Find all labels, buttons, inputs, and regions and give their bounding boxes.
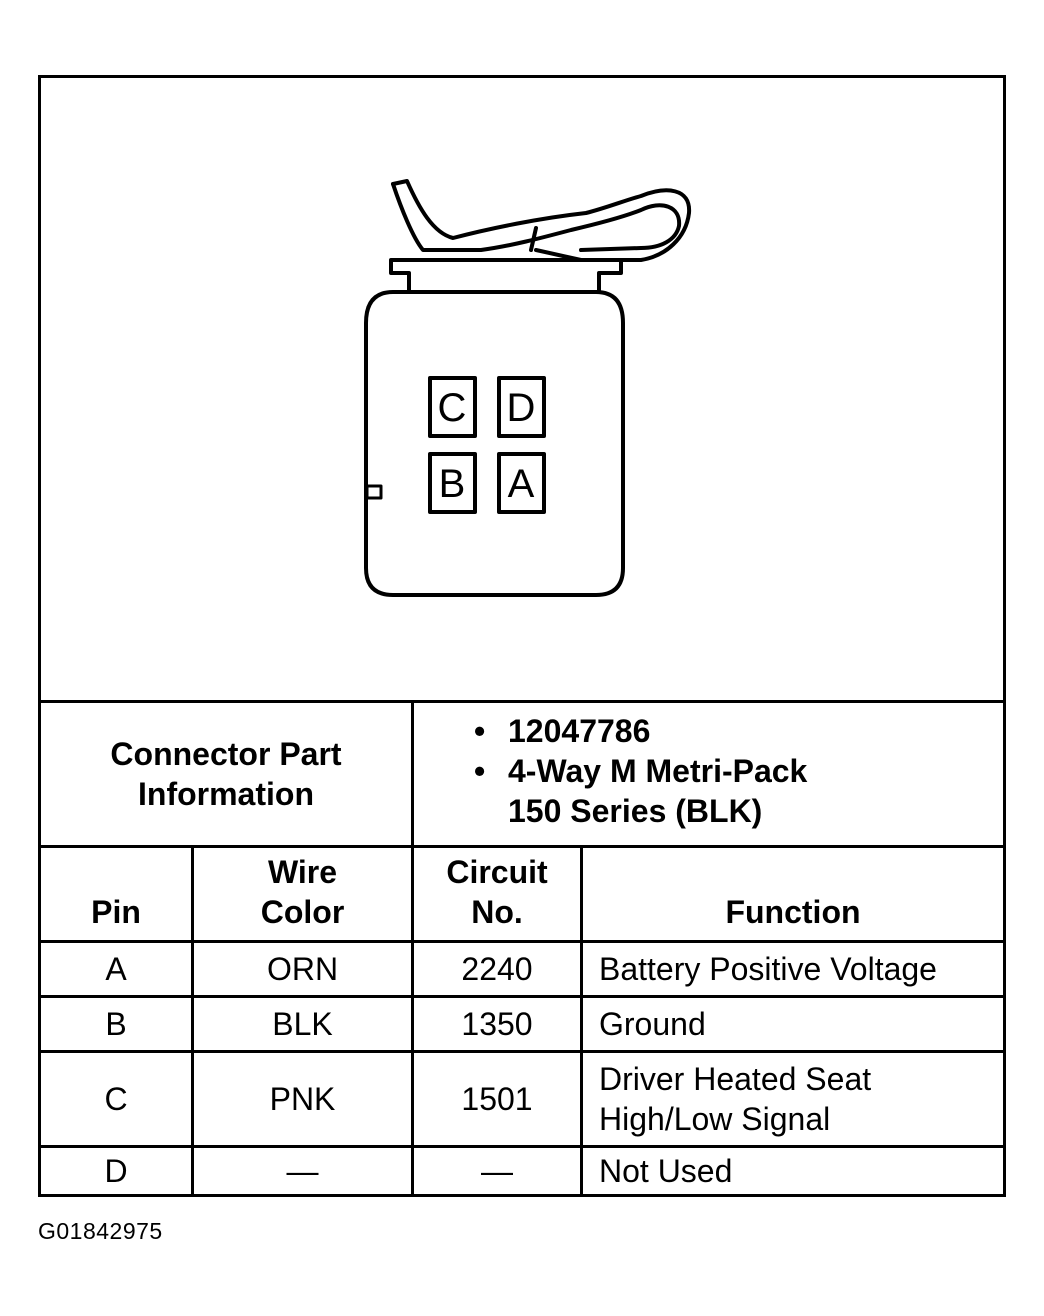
header-text: No. — [471, 894, 523, 930]
header-pin: Pin — [41, 848, 191, 940]
connector-part-list: • 12047786 • 4-Way M Metri-Pack 150 Seri… — [474, 711, 807, 831]
header-text: Circuit — [446, 854, 548, 890]
divider — [41, 845, 1003, 848]
divider — [41, 1050, 1003, 1053]
cell-wire-color: PNK — [269, 1081, 336, 1117]
table-row: B BLK 1350 Ground — [41, 998, 1003, 1050]
cell-pin: B — [105, 1006, 127, 1042]
cell-circuit: 1350 — [461, 1006, 533, 1042]
pin-cavity-d — [497, 376, 546, 438]
connector-type: 4-Way M Metri-Pack — [508, 753, 808, 789]
divider — [580, 848, 583, 1194]
divider — [191, 848, 194, 1194]
function-line: Driver Heated Seat — [599, 1061, 872, 1097]
function-line: High/Low Signal — [599, 1101, 831, 1137]
latch-clip — [391, 179, 692, 262]
label-line: Information — [138, 776, 314, 812]
cell-circuit: 2240 — [461, 951, 533, 987]
divider — [41, 1145, 1003, 1148]
cell-wire-color: — — [286, 1153, 319, 1189]
connector-type-item: • 4-Way M Metri-Pack — [474, 751, 807, 791]
divider — [411, 703, 414, 845]
cell-function: Battery Positive Voltage — [599, 951, 937, 987]
pin-cavity-a — [497, 452, 546, 514]
header-text: Color — [260, 894, 345, 930]
bullet: • — [474, 753, 486, 789]
cell-wire-color: BLK — [272, 1006, 333, 1042]
table-row: A ORN 2240 Battery Positive Voltage — [41, 943, 1003, 995]
header-function: Function — [583, 848, 1003, 940]
figure-id: G01842975 — [38, 1218, 163, 1244]
cell-pin: A — [105, 951, 127, 987]
cell-wire-color: ORN — [266, 951, 339, 987]
connector-part-info-label: Connector Part Information — [41, 703, 411, 845]
header-function-text: Function — [725, 894, 861, 930]
pin-label-b: B — [439, 462, 466, 506]
header-text: Wire — [267, 854, 338, 890]
connector-diagram: C D B A — [41, 78, 1003, 700]
part-number-item: • 12047786 — [474, 711, 807, 751]
table-row: D — — Not Used — [41, 1148, 1003, 1194]
pin-cavity-c — [428, 376, 477, 438]
connector-series-item: 150 Series (BLK) — [474, 791, 807, 831]
cell-pin: D — [104, 1153, 128, 1189]
divider — [41, 995, 1003, 998]
connector-drawing: C D B A — [364, 179, 692, 597]
cell-function: Ground — [599, 1006, 706, 1042]
label-line: Connector Part — [110, 736, 342, 772]
connector-part-info: Connector Part Information • 12047786 • … — [41, 703, 1003, 845]
cell-circuit: 1501 — [461, 1081, 533, 1117]
cell-function: Not Used — [599, 1153, 733, 1189]
cell-pin: C — [104, 1081, 128, 1117]
connector-ledge — [389, 258, 623, 294]
divider — [411, 848, 414, 1194]
pin-label-a: A — [508, 462, 535, 506]
divider — [41, 700, 1003, 703]
part-number: 12047786 — [508, 713, 651, 749]
pin-label-c: C — [438, 386, 467, 430]
connector-series: 150 Series (BLK) — [508, 793, 763, 829]
pin-cavity-b — [428, 452, 477, 514]
cell-circuit: — — [481, 1153, 513, 1189]
bullet: • — [474, 713, 486, 749]
divider — [41, 940, 1003, 943]
header-pin-text: Pin — [91, 894, 141, 930]
pin-label-d: D — [507, 386, 536, 430]
connector-body — [364, 290, 625, 597]
connector-end-view-figure: C D B A Connector Part Information • 120… — [38, 75, 1006, 1197]
